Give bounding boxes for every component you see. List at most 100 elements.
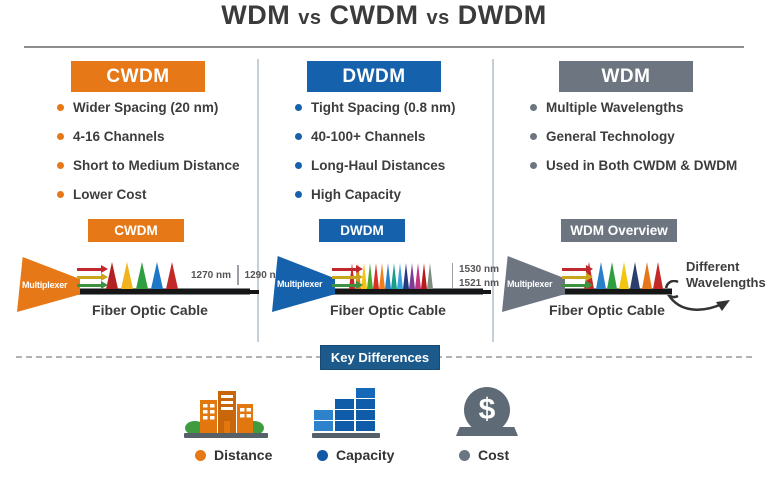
bullet-dot [57, 162, 64, 169]
key-differences-label: Key Differences [330, 350, 430, 365]
list-item: General Technology [530, 129, 675, 144]
fiber-optic-cable-label: Fiber Optic Cable [92, 302, 208, 318]
wavelength-peak [427, 263, 433, 289]
signal-arrow-icon [562, 284, 586, 287]
cwdm-badge-label: CWDM [114, 223, 158, 238]
dwdm-badge-label: DWDM [340, 223, 384, 238]
fiber-optic-cable-label: Fiber Optic Cable [549, 302, 665, 318]
bullet-dot [530, 104, 537, 111]
wavelength-peak [595, 262, 606, 289]
bullet-dot [295, 133, 302, 140]
page-title: WDM vs CWDM vs DWDM [0, 0, 768, 31]
legend-item-capacity: Capacity [317, 447, 394, 463]
title-vs: vs [426, 7, 450, 29]
list-item: Tight Spacing (0.8 nm) [295, 100, 456, 115]
dwdm-header: DWDM [307, 61, 441, 92]
multiplexer-label: Multiplexer [277, 279, 323, 289]
bullet-dot [530, 162, 537, 169]
list-item: Multiple Wavelengths [530, 100, 684, 115]
legend-dot [317, 449, 328, 461]
wavelength-value: 1521 nm [459, 277, 500, 289]
wavelength-peak [403, 263, 409, 289]
wavelength-peak [106, 262, 118, 289]
wavelength-peak [385, 263, 391, 289]
legend-dot [195, 449, 206, 461]
signal-arrow-icon [562, 276, 586, 279]
different-wavelengths-label: Different Wavelengths [686, 259, 766, 290]
bullet-text: Tight Spacing (0.8 nm) [311, 100, 456, 115]
title-word-wdm: WDM [221, 0, 291, 30]
dollar-coin-icon: $ [464, 387, 510, 433]
wavelength-value: 1270 nm [191, 269, 232, 281]
wavelength-labels: 1270 nm 1290 nm [191, 265, 285, 285]
wavelength-peak [607, 262, 617, 289]
wavelength-peak [618, 262, 629, 289]
wavelength-peaks [584, 262, 665, 289]
title-vs: vs [298, 7, 322, 29]
legend-item-distance: Distance [195, 447, 272, 463]
list-item: Long-Haul Distances [295, 158, 445, 173]
cwdm-header-label: CWDM [106, 65, 170, 87]
cable-stub [483, 289, 491, 294]
cwdm-diagram-badge: CWDM [88, 219, 184, 242]
list-item: Lower Cost [57, 187, 147, 202]
wavelength-peak [136, 262, 148, 289]
legend-label: Capacity [336, 447, 395, 463]
wdm-header-label: WDM [601, 65, 651, 87]
bullet-text: 4-16 Channels [73, 129, 165, 144]
wavelength-peak [630, 262, 640, 289]
bullet-text: Wider Spacing (20 nm) [73, 100, 219, 115]
wavelength-value: 1290 nm [244, 269, 285, 281]
bullet-dot [57, 104, 64, 111]
wavelength-peak [379, 263, 385, 289]
signal-arrow-icon [562, 268, 586, 271]
wavelength-value: 1530 nm [459, 264, 500, 275]
legend-item-cost: Cost [459, 447, 509, 463]
bullet-dot [295, 191, 302, 198]
list-item: Short to Medium Distance [57, 158, 240, 173]
wavelength-peak [415, 263, 421, 289]
wavelength-peak [391, 263, 397, 289]
signal-arrow-icon [77, 268, 101, 271]
wavelength-peaks [106, 262, 181, 289]
signal-arrow-icon [332, 284, 356, 287]
fiber-optic-cable-label: Fiber Optic Cable [330, 302, 446, 318]
wavelength-peak [409, 263, 415, 289]
bullet-text: Long-Haul Distances [311, 158, 446, 173]
wavelength-labels: 1530 nm 1521 nm [452, 263, 499, 290]
list-item: 4-16 Channels [57, 129, 165, 144]
stacked-blocks-icon [312, 388, 380, 438]
legend-dot [459, 449, 470, 461]
multiplexer-label: Multiplexer [507, 279, 553, 289]
wavelength-peak [653, 262, 663, 289]
wavelength-peak [641, 262, 652, 289]
bullet-dot [57, 191, 64, 198]
wdm-header: WDM [559, 61, 693, 92]
list-item: High Capacity [295, 187, 401, 202]
bullet-text: Multiple Wavelengths [546, 100, 684, 115]
wavelength-peak [397, 263, 403, 289]
list-item: Wider Spacing (20 nm) [57, 100, 218, 115]
wavelength-peak [151, 262, 163, 289]
dwdm-diagram-badge: DWDM [319, 219, 405, 242]
legend-label: Cost [478, 447, 510, 463]
bullet-text: General Technology [546, 129, 675, 144]
bullet-text: Lower Cost [73, 187, 147, 202]
column-divider [492, 59, 494, 342]
column-divider [257, 59, 259, 342]
signal-arrow-icon [77, 276, 101, 279]
bullet-text: High Capacity [311, 187, 402, 202]
wavelength-peak [166, 262, 178, 289]
bullet-dot [295, 104, 302, 111]
list-item: Used in Both CWDM & DWDM [530, 158, 737, 173]
wavelength-peak [367, 263, 373, 289]
bullet-dot [57, 133, 64, 140]
bullet-text: 40-100+ Channels [311, 129, 426, 144]
signal-arrow-icon [332, 268, 356, 271]
city-buildings-icon [184, 391, 268, 438]
wavelength-peak [121, 262, 133, 289]
bullet-text: Used in Both CWDM & DWDM [546, 158, 738, 173]
cwdm-header: CWDM [71, 61, 205, 92]
wavelength-peak [421, 263, 427, 289]
